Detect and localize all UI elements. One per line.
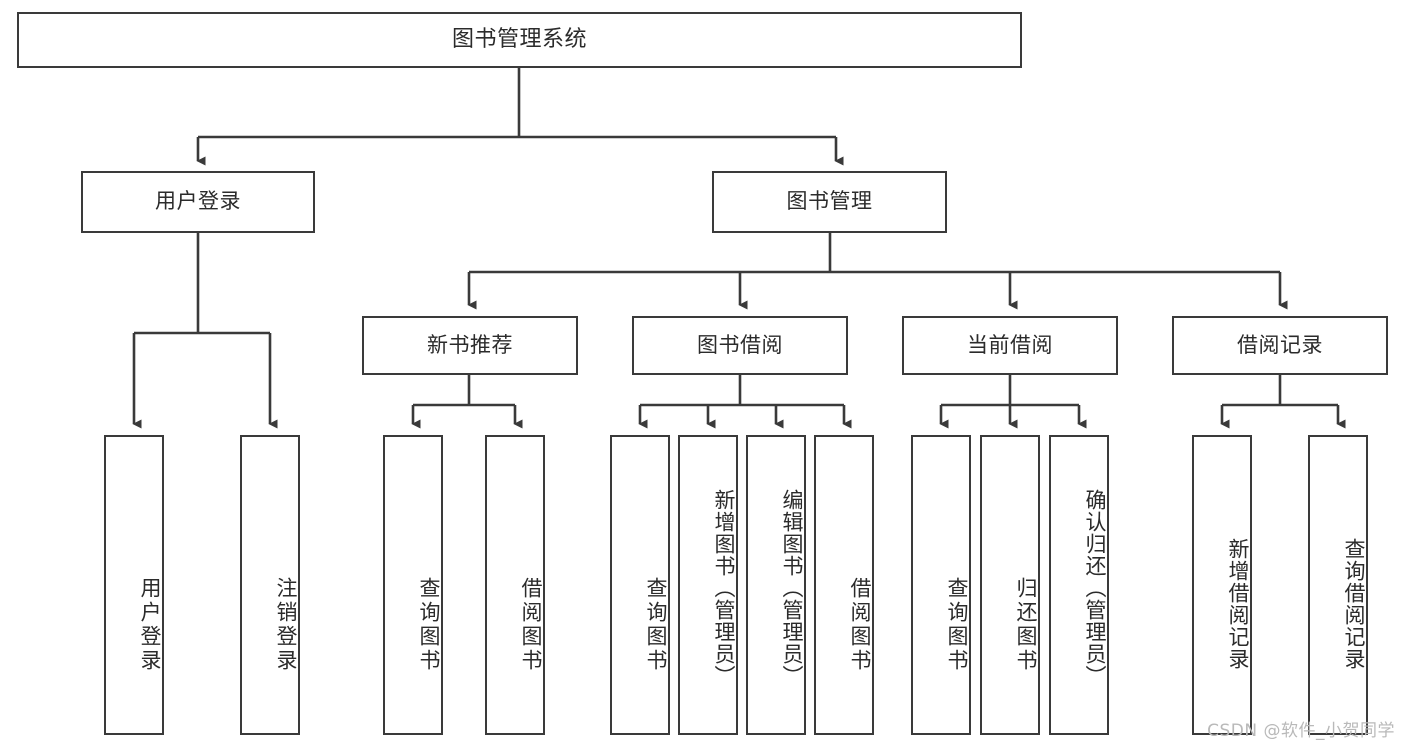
leaf-borrow-record-query-record[interactable]: 查询借阅记录	[1308, 435, 1368, 735]
node-borrowing-record[interactable]: 借阅记录	[1172, 316, 1388, 375]
leaf-current-borrow-confirm-return-admin[interactable]: 确认归还（管理员）	[1049, 435, 1109, 735]
leaf-book-borrow-borrow-book[interactable]: 借阅图书	[814, 435, 874, 735]
node-root-book-management-system[interactable]: 图书管理系统	[17, 12, 1022, 68]
leaf-book-borrow-add-book-admin[interactable]: 新增图书（管理员）	[678, 435, 738, 735]
leaf-book-borrow-edit-book-admin[interactable]: 编辑图书（管理员）	[746, 435, 806, 735]
node-user-login[interactable]: 用户登录	[81, 171, 315, 233]
leaf-borrow-record-add-record[interactable]: 新增借阅记录	[1192, 435, 1252, 735]
node-book-management[interactable]: 图书管理	[712, 171, 947, 233]
leaf-new-book-borrow-book[interactable]: 借阅图书	[485, 435, 545, 735]
leaf-book-borrow-query-book[interactable]: 查询图书	[610, 435, 670, 735]
leaf-user-login-logout[interactable]: 注销登录	[240, 435, 300, 735]
node-current-borrowing[interactable]: 当前借阅	[902, 316, 1118, 375]
leaf-user-login-login[interactable]: 用户登录	[104, 435, 164, 735]
leaf-new-book-query-book[interactable]: 查询图书	[383, 435, 443, 735]
leaf-current-borrow-return-book[interactable]: 归还图书	[980, 435, 1040, 735]
csdn-watermark: CSDN @软件_小贺同学	[1207, 721, 1395, 741]
node-book-borrowing[interactable]: 图书借阅	[632, 316, 848, 375]
leaf-current-borrow-query-book[interactable]: 查询图书	[911, 435, 971, 735]
node-new-book-recommendation[interactable]: 新书推荐	[362, 316, 578, 375]
